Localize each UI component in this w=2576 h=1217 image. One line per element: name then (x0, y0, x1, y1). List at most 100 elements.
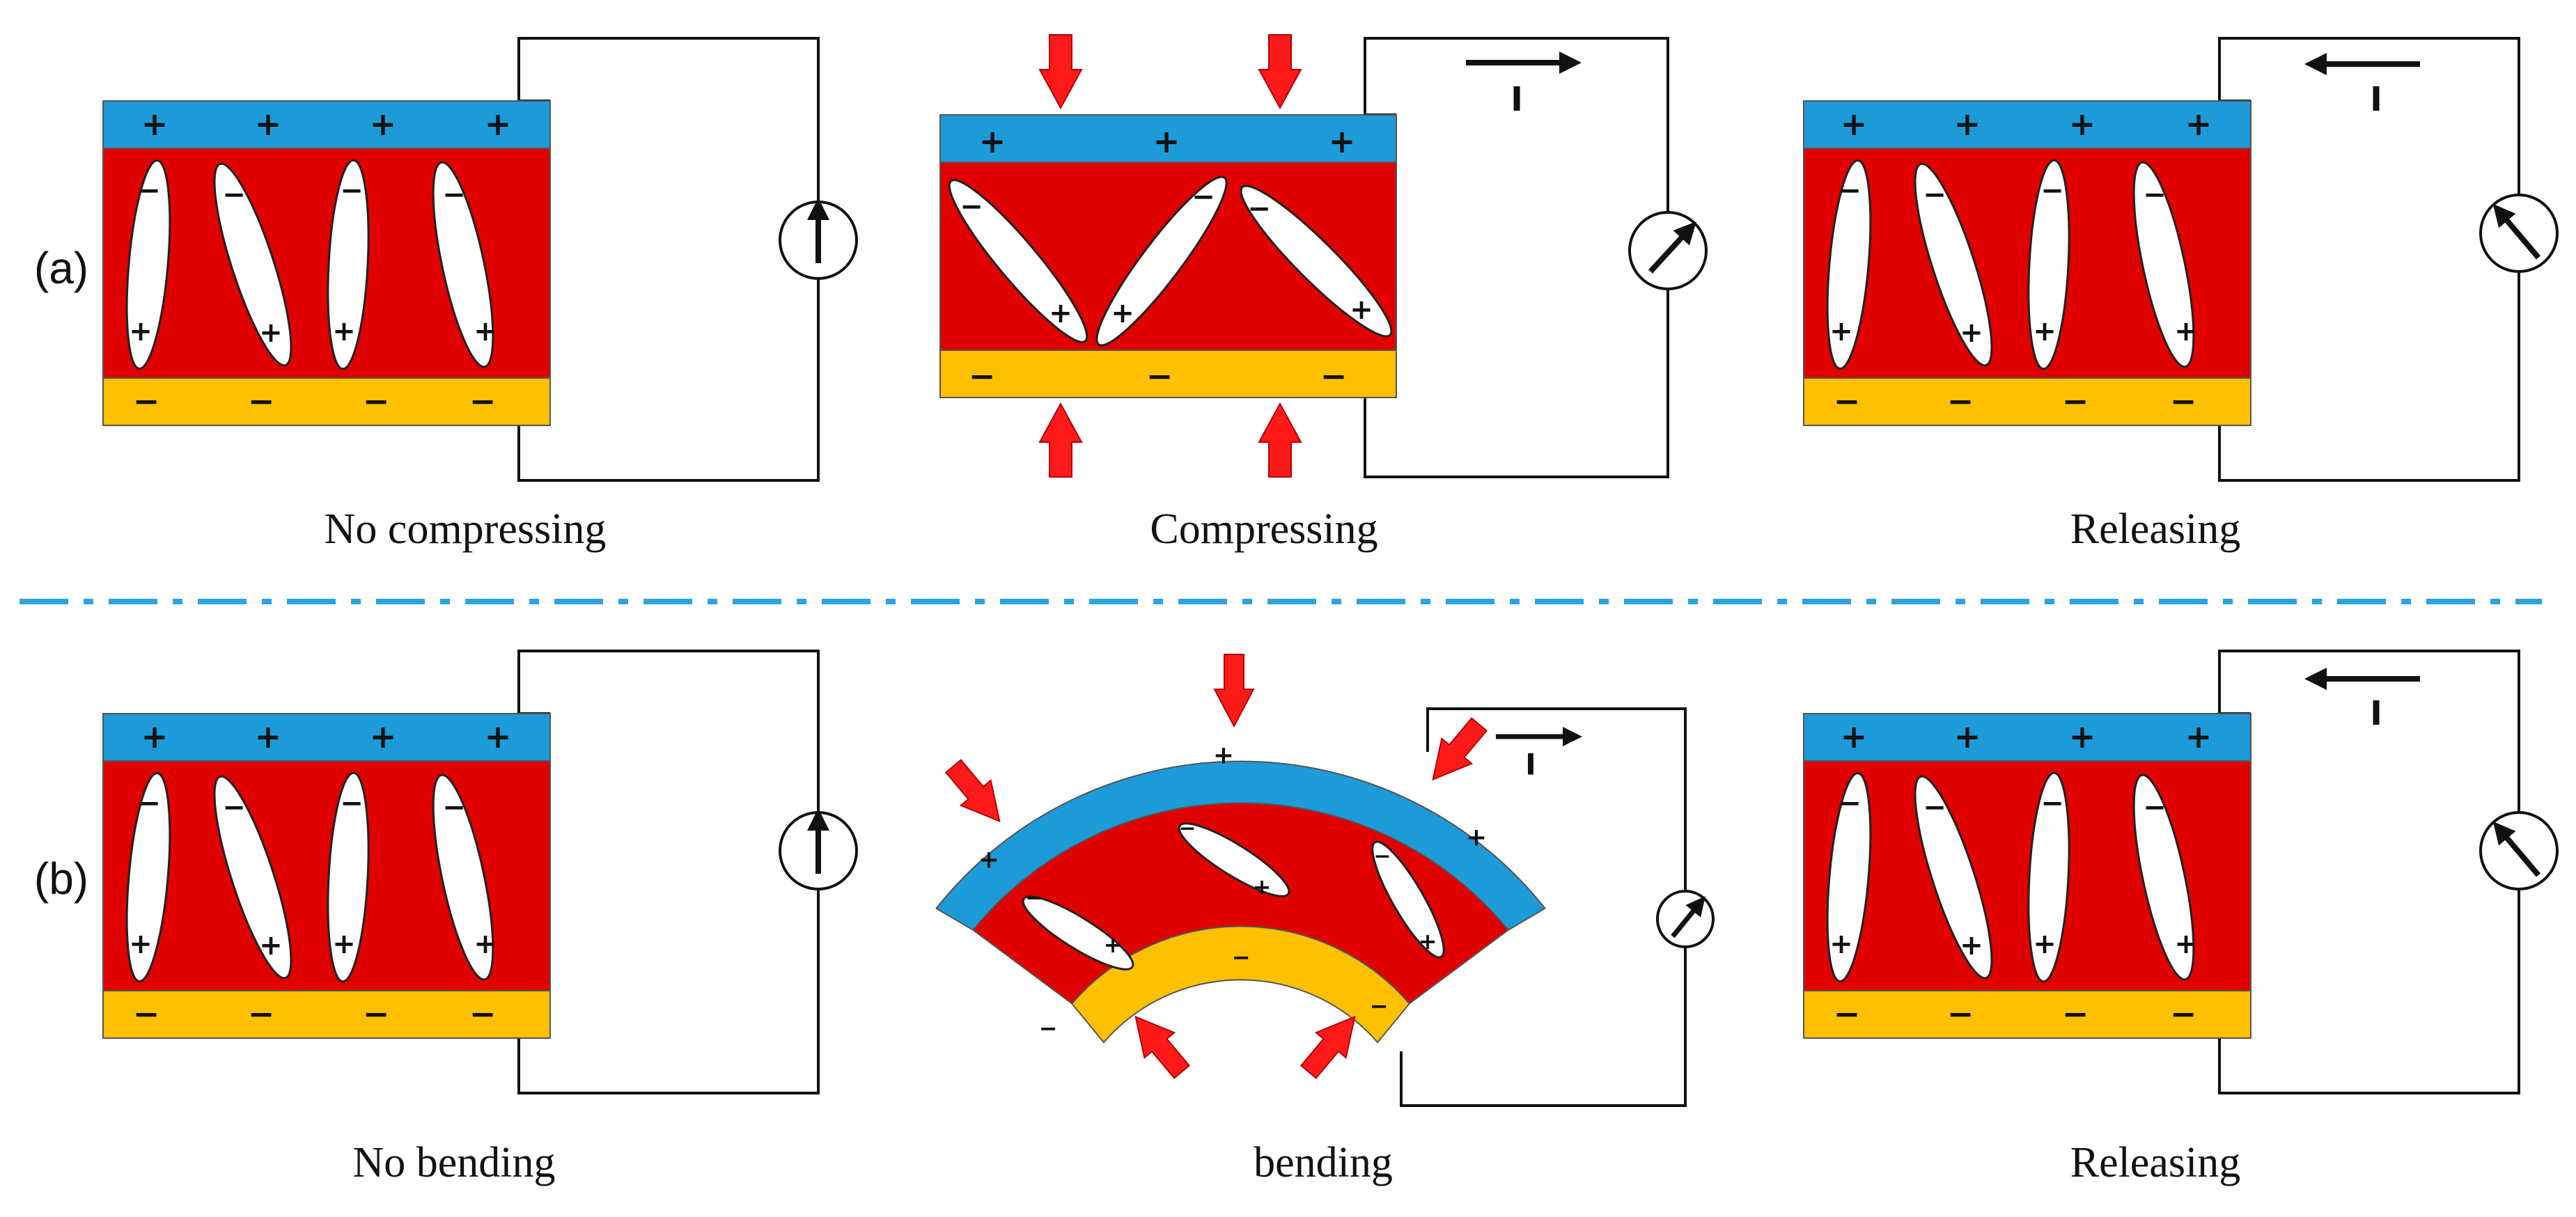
plus-sign: + (1466, 824, 1487, 852)
force-arrow-icon (1213, 654, 1255, 728)
plus-sign: + (979, 123, 1006, 160)
plus-sign: + (1960, 317, 1983, 349)
device-b-bending: + + + − + − + − + − − − I (935, 654, 1715, 1107)
plus-sign: + (1954, 105, 1981, 143)
dipole-icon (2132, 774, 2195, 981)
device-b-no-bending: + + + + − + − + − + − + − − − − (102, 650, 858, 1094)
minus-sign: − (1947, 382, 1974, 420)
plus-sign: + (1829, 315, 1853, 347)
current-label: I (2370, 80, 2382, 119)
plus-sign: + (1841, 718, 1868, 755)
minus-sign: − (2040, 787, 2064, 819)
plus-sign: + (978, 846, 999, 874)
caption-releasing-a: Releasing (2070, 505, 2241, 553)
plus-sign: + (332, 315, 356, 347)
current-label: I (1511, 80, 1523, 119)
minus-sign: − (2170, 382, 2197, 420)
caption-releasing-b: Releasing (2070, 1139, 2241, 1186)
minus-sign: − (248, 382, 275, 420)
minus-sign: − (469, 382, 497, 420)
dipole-icon (432, 774, 494, 981)
minus-sign: − (1373, 845, 1391, 869)
plus-sign: + (1960, 929, 1983, 961)
plus-sign: + (1329, 123, 1356, 160)
force-arrow-icon (1038, 34, 1083, 110)
minus-sign: − (222, 179, 246, 211)
plus-sign: + (2185, 105, 2212, 143)
plus-sign: + (129, 315, 153, 347)
minus-sign: − (1146, 357, 1173, 395)
dipole-icon (1022, 895, 1134, 971)
plus-sign: + (1213, 741, 1234, 770)
plus-sign: + (1253, 874, 1272, 900)
minus-sign: − (1838, 787, 1861, 819)
dipole-icon (1371, 840, 1445, 959)
bottom-electrode (102, 377, 551, 426)
panel-label-a: (a) (34, 243, 88, 293)
top-electrode (1803, 100, 2251, 149)
minus-sign: − (1947, 995, 1974, 1033)
top-electrode (939, 114, 1397, 163)
minus-sign: − (469, 995, 497, 1033)
top-electrode (102, 100, 551, 149)
caption-compressing: Compressing (1150, 505, 1377, 553)
device-a-releasing: + + + + − + − + − + − + − − − − I (1803, 37, 2559, 482)
plus-sign: + (1954, 718, 1981, 755)
device-a-compressing: + + + − + − + − + − − − I (939, 34, 1708, 478)
bottom-electrode (1070, 925, 1411, 1044)
minus-sign: − (133, 382, 160, 420)
plus-sign: + (485, 105, 512, 143)
force-arrow-icon (944, 759, 1001, 823)
minus-sign: − (1178, 817, 1196, 841)
meter-icon (2479, 811, 2559, 890)
dipole-icon (1914, 162, 1993, 367)
plus-sign: + (2174, 315, 2198, 347)
plus-sign: + (1350, 294, 1373, 326)
dipole-icon (2027, 771, 2070, 983)
meter-icon (779, 198, 858, 280)
bottom-electrode (939, 350, 1397, 398)
dipole-icon (1826, 772, 1872, 982)
caption-no-compressing: No compressing (325, 505, 607, 553)
minus-sign: − (2040, 175, 2064, 207)
force-arrow-icon (1038, 402, 1083, 478)
meter-icon (1656, 890, 1715, 948)
dipole-icon (213, 775, 292, 980)
minus-sign: − (2062, 995, 2089, 1033)
force-arrow-icon (1258, 34, 1302, 110)
plus-sign: + (474, 928, 497, 960)
plus-sign: + (1111, 297, 1134, 329)
minus-sign: − (2143, 179, 2167, 211)
current-label: I (2370, 694, 2382, 733)
bottom-electrode (102, 990, 551, 1039)
minus-sign: − (1923, 179, 1946, 211)
plus-sign: + (255, 718, 282, 755)
dipole-icon (327, 159, 370, 370)
plus-sign: + (1419, 928, 1437, 955)
plus-sign: + (1153, 123, 1180, 160)
minus-sign: − (1039, 1015, 1058, 1042)
plus-sign: + (141, 718, 169, 755)
minus-sign: − (133, 995, 160, 1033)
dipole-icon (1095, 175, 1228, 347)
circuit-wire (517, 37, 820, 482)
minus-sign: − (248, 995, 275, 1033)
minus-sign: − (969, 357, 996, 395)
plus-sign: + (259, 929, 283, 961)
minus-sign: − (1025, 886, 1043, 911)
dipole-icon (1914, 775, 1993, 980)
minus-sign: − (340, 175, 364, 207)
minus-sign: − (2170, 995, 2197, 1033)
plus-sign: + (2185, 718, 2212, 755)
plus-sign: + (1841, 105, 1868, 143)
plus-sign: + (2069, 718, 2096, 755)
dipole-icon (213, 162, 292, 367)
device-b-releasing: + + + + − + − + − + − + − − − − I (1803, 650, 2559, 1094)
force-arrow-icon (1299, 1015, 1356, 1079)
minus-sign: − (1232, 944, 1251, 971)
minus-sign: − (442, 792, 466, 824)
meter-icon (1628, 211, 1708, 290)
dipole-icon (2027, 159, 2070, 370)
plus-sign: + (1829, 928, 1853, 960)
